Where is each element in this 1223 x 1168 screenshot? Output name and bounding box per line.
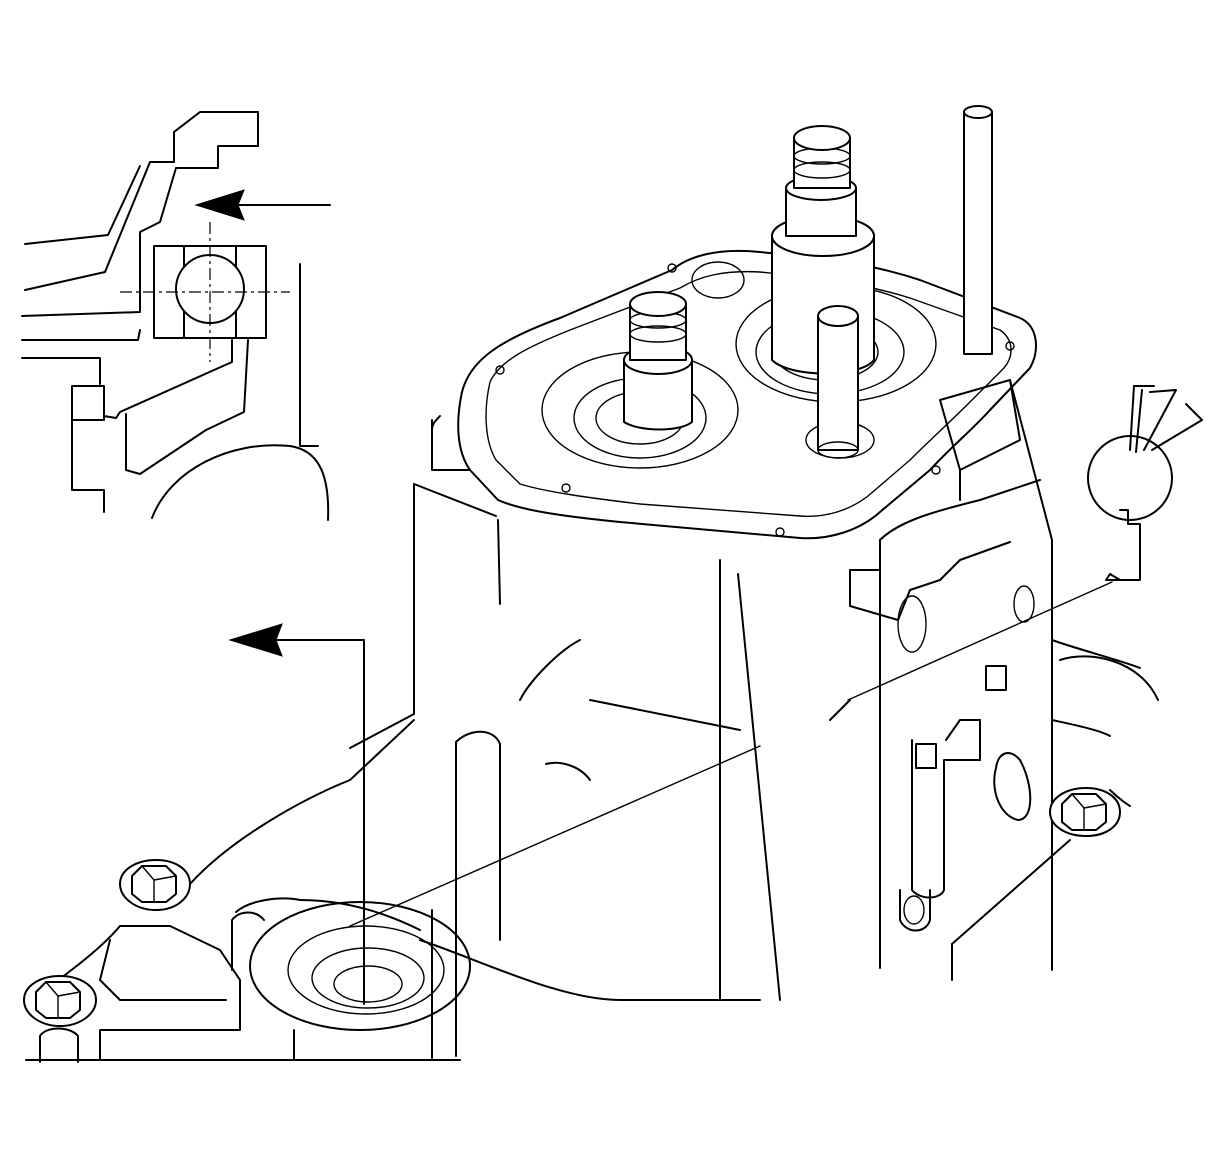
case-right-details [899,379,1159,932]
indicator-arrow [228,623,365,1005]
transmission-case [25,249,1131,1063]
inset-arrow-head [194,189,245,221]
plate-holes [495,263,1015,537]
inset-bore [175,254,245,324]
inset-detail-view [21,111,331,521]
shaft-stud-small [623,291,693,431]
hex-bolt [1049,787,1121,837]
shift-rail-pin [805,305,875,459]
hex-bolt [119,859,191,911]
snap-ring-tool-callout [349,385,1203,927]
guide-rod [963,105,993,355]
hex-bolt [23,975,97,1027]
